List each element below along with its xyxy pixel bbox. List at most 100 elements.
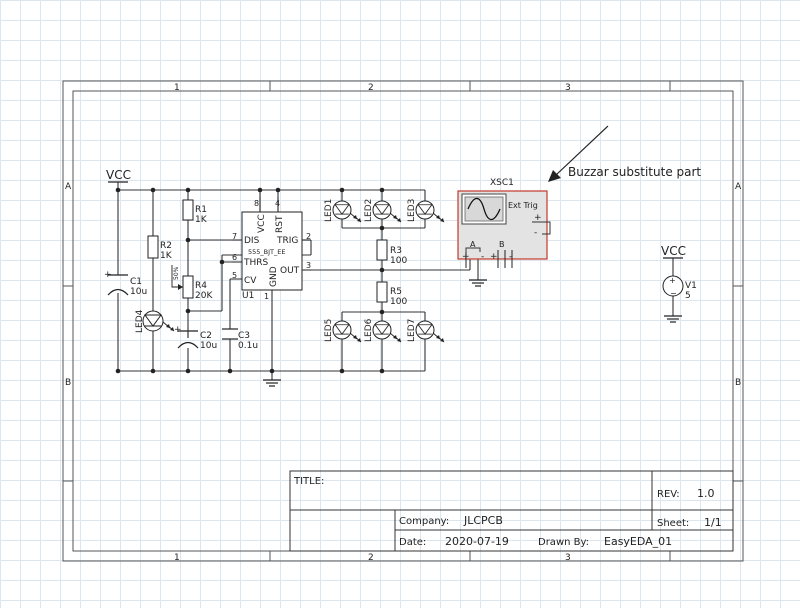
capacitor-c2[interactable]: + C2 10u [174, 325, 217, 351]
ic-u1-555[interactable]: DIS TRIG 555_BJT_EE THRS OUT CV VCC RST … [232, 197, 311, 301]
wires[interactable] [117, 182, 674, 380]
led4-ref: LED4 [135, 309, 145, 333]
scope-channel-a: A [470, 240, 476, 249]
annotation-text: Buzzar substitute part [568, 165, 701, 179]
capacitor-c3[interactable]: C3 0.1u [222, 328, 258, 351]
c3-value: 0.1u [238, 341, 258, 351]
r4-ref: R4 [195, 281, 207, 291]
ruler-bottom-1: 1 [174, 553, 180, 563]
ruler-right-b: B [735, 378, 741, 388]
pin-number-2: 2 [306, 232, 311, 241]
r1-value: 1K [195, 215, 208, 225]
led7[interactable]: LED7 [407, 319, 445, 343]
r4-value: 20K [195, 291, 213, 301]
pin-number-5: 5 [232, 271, 237, 280]
pin-thrs: THRS [243, 258, 269, 268]
date-value: 2020-07-19 [445, 535, 509, 548]
capacitor-c1[interactable]: + C1 10u [104, 270, 147, 297]
r5-value: 100 [390, 297, 407, 307]
pin-dis: DIS [244, 236, 260, 246]
scope-ext-trig: Ext Trig [508, 201, 538, 210]
ruler-right-a: A [735, 182, 742, 192]
rev-value: 1.0 [697, 487, 715, 500]
led3-ref: LED3 [407, 199, 417, 222]
pin-vcc: VCC [257, 214, 267, 233]
svg-text:+: + [534, 213, 542, 223]
title-block: TITLE: REV: 1.0 Company: JLCPCB Sheet: 1… [289, 470, 734, 552]
ruler-top-3: 3 [565, 83, 571, 93]
svg-text:+: + [104, 270, 112, 280]
svg-text:+: + [669, 276, 676, 285]
resistor-r3[interactable]: R3 100 [376, 239, 407, 266]
led1-ref: LED1 [324, 199, 334, 222]
led4[interactable]: LED4 [135, 309, 175, 333]
pin-cv: CV [244, 276, 257, 286]
ruler-bottom-2: 2 [368, 553, 374, 563]
led5[interactable]: LED5 [324, 319, 362, 343]
scope-channel-b: B [499, 240, 505, 249]
voltage-source-v1[interactable]: + − V1 5 [662, 275, 697, 301]
pin-number-7: 7 [232, 232, 237, 241]
ruler-left-b: B [65, 378, 71, 388]
drawn-by-label: Drawn By: [538, 537, 589, 548]
led3[interactable]: LED3 [407, 199, 445, 223]
c3-ref: C3 [238, 331, 250, 341]
oscilloscope-xsc1[interactable]: XSC1 Ext Trig + - A B + - + - [457, 178, 551, 268]
resistor-r1[interactable]: R1 1K [182, 199, 208, 225]
ic-ref: U1 [242, 291, 254, 301]
company-value: JLCPCB [463, 514, 503, 527]
v1-value: 5 [685, 291, 691, 301]
svg-text:+: + [490, 252, 498, 262]
drawing-frame: 1 2 3 1 2 3 A B A B [62, 80, 744, 563]
c1-value: 10u [130, 287, 147, 297]
sheet-value: 1/1 [704, 516, 722, 529]
led2[interactable]: LED2 [364, 199, 402, 223]
resistor-r2[interactable]: R2 1K [147, 235, 173, 261]
pin-number-3: 3 [306, 261, 311, 270]
vcc-label-left: VCC [106, 168, 131, 182]
led2-ref: LED2 [364, 199, 374, 222]
vcc-symbol-right[interactable]: VCC [661, 244, 686, 259]
ground-symbol[interactable] [468, 279, 488, 287]
title-label: TITLE: [293, 476, 324, 487]
scope-ref: XSC1 [490, 178, 514, 188]
ruler-top-2: 2 [368, 83, 374, 93]
ruler-top-1: 1 [174, 83, 180, 93]
potentiometer-r4[interactable]: 50% R4 20K [171, 265, 213, 301]
sheet-label: Sheet: [657, 518, 689, 529]
led6-ref: LED6 [364, 318, 374, 342]
pin-number-6: 6 [232, 253, 237, 262]
sine-wave-icon [467, 197, 501, 221]
r2-value: 1K [160, 251, 173, 261]
pin-number-8: 8 [254, 199, 259, 208]
led1[interactable]: LED1 [324, 199, 362, 223]
led5-ref: LED5 [324, 319, 334, 342]
v1-ref: V1 [685, 281, 697, 291]
r2-ref: R2 [160, 241, 172, 251]
led7-ref: LED7 [407, 319, 417, 342]
annotation-buzzer-note: Buzzar substitute part [548, 125, 701, 182]
pin-rst: RST [275, 215, 285, 233]
ground-symbol[interactable] [663, 315, 683, 323]
r3-ref: R3 [390, 246, 402, 256]
c2-value: 10u [200, 341, 217, 351]
pin-number-4: 4 [275, 199, 280, 208]
ground-symbol[interactable] [262, 379, 282, 387]
pin-out: OUT [280, 266, 300, 276]
ruler-left-a: A [65, 182, 72, 192]
date-label: Date: [399, 537, 426, 548]
pin-trig: TRIG [276, 236, 298, 246]
ruler-bottom-3: 3 [565, 553, 571, 563]
pin-number-1: 1 [264, 292, 269, 301]
company-label: Company: [399, 516, 449, 527]
c1-ref: C1 [130, 277, 142, 287]
led6[interactable]: LED6 [364, 318, 402, 343]
pin-gnd: GND [269, 266, 279, 287]
vcc-label-right: VCC [661, 244, 686, 258]
c2-ref: C2 [200, 331, 212, 341]
r4-tag: 50% [173, 266, 180, 280]
vcc-symbol-left[interactable]: VCC [106, 168, 131, 183]
resistor-r5[interactable]: R5 100 [376, 281, 407, 307]
svg-text:+: + [174, 325, 182, 335]
